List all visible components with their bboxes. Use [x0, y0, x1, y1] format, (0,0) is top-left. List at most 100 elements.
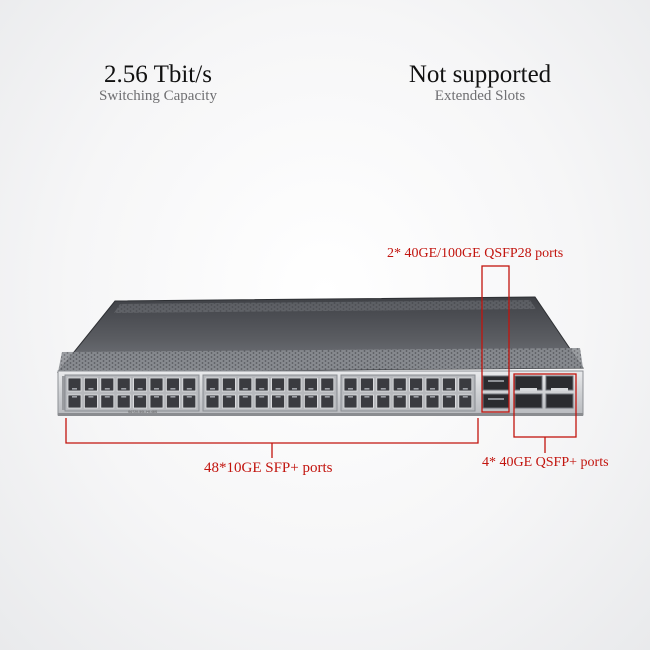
sfp-port-latch — [242, 388, 248, 390]
sfp-port — [100, 377, 115, 392]
sfp-port — [320, 394, 335, 409]
sfp-port-latch — [259, 396, 265, 398]
sfp-port — [67, 377, 82, 392]
sfp-port — [221, 377, 236, 392]
sfp-port — [238, 377, 253, 392]
switching-capacity-value: 2.56 Tbit/s — [104, 61, 212, 88]
sfp-port — [238, 394, 253, 409]
sfp-port — [149, 394, 164, 409]
sfp-port — [271, 394, 286, 409]
sfp-port-latch — [72, 396, 77, 398]
sfp-port-latch — [446, 396, 452, 398]
sfp-port — [271, 377, 286, 392]
sfp-port — [205, 394, 220, 409]
sfp-port-latch — [308, 388, 314, 390]
extended-slots-spec: Not supported Extended Slots — [390, 61, 570, 105]
sfp-port-latch — [324, 388, 330, 390]
sfp-port — [392, 394, 407, 409]
sfp-port-latch — [308, 396, 314, 398]
callout-lines — [65, 265, 577, 458]
sfp-port — [409, 377, 424, 392]
sfp-port-latch — [380, 396, 386, 398]
sfp-port — [409, 394, 424, 409]
sfp-port — [287, 377, 302, 392]
sfp-port — [84, 377, 98, 392]
sfp-callout: 48*10GE SFP+ ports — [204, 460, 333, 476]
sfp-port-latch — [397, 388, 403, 390]
sfp-port — [133, 377, 148, 392]
qsfp28-ports — [482, 375, 510, 409]
sfp-port-latch — [430, 388, 435, 390]
sfp-port — [254, 377, 269, 392]
sfp-port-latch — [88, 388, 94, 390]
sfp-bracket — [65, 418, 479, 444]
sfp-port-latch — [462, 396, 468, 398]
sfp-port — [287, 394, 302, 409]
sfp-port — [149, 377, 164, 392]
sfp-port — [343, 394, 358, 409]
sfp-port — [182, 377, 197, 392]
extended-slots-value: Not supported — [408, 61, 552, 88]
sfp-port — [133, 394, 148, 409]
qsfp28-highlight-box — [481, 265, 510, 413]
sfp-port — [100, 394, 115, 409]
sfp-port-latch — [88, 396, 94, 398]
sfp-port-latch — [121, 388, 127, 390]
sfp-port-latch — [104, 388, 110, 390]
sfp-port — [254, 394, 269, 409]
sfp-port-latch — [154, 396, 159, 398]
sfp-port-latch — [226, 388, 232, 390]
sfp-port — [182, 394, 197, 409]
sfp-port — [303, 377, 318, 392]
sfp-port-latch — [397, 396, 403, 398]
sfp-port-latch — [210, 388, 215, 390]
sfp-port — [376, 394, 391, 409]
sfp-port-group-3 — [340, 374, 476, 412]
sfp-port — [320, 377, 335, 392]
sfp-port-latch — [170, 396, 176, 398]
sfp-port-latch — [413, 388, 419, 390]
sfp-port-latch — [121, 396, 127, 398]
device-model-label: S6720-50L-HI-48S — [128, 410, 158, 414]
switching-capacity-label: Switching Capacity — [99, 88, 217, 104]
sfp-port-latch — [137, 396, 143, 398]
sfp-port-latch — [186, 396, 192, 398]
sfp-port — [205, 377, 220, 392]
sfp-port — [458, 377, 473, 392]
sfp-port-latch — [137, 388, 143, 390]
qsfp-ports — [514, 375, 574, 409]
sfp-port-latch — [324, 396, 330, 398]
sfp-port-latch — [446, 388, 452, 390]
sfp-port-group-2 — [202, 374, 338, 412]
sfp-port-group-1 — [64, 374, 200, 412]
sfp-port — [359, 394, 374, 409]
sfp-port — [67, 394, 82, 409]
sfp-port-latch — [292, 396, 297, 398]
sfp-port-latch — [226, 396, 232, 398]
sfp-port-latch — [364, 388, 370, 390]
sfp-port-latch — [348, 396, 353, 398]
sfp-port-latch — [430, 396, 435, 398]
sfp-port — [425, 394, 440, 409]
sfp-port — [441, 394, 456, 409]
sfp-port-latch — [462, 388, 468, 390]
sfp-port-latch — [364, 396, 370, 398]
extended-slots-label: Extended Slots — [434, 88, 526, 104]
sfp-port — [165, 377, 180, 392]
sfp-port — [343, 377, 358, 392]
sfp-port-latch — [275, 388, 281, 390]
sfp-port-latch — [104, 396, 110, 398]
sfp-port — [359, 377, 374, 392]
qsfp-callout: 4* 40GE QSFP+ ports — [482, 455, 609, 470]
sfp-port-latch — [242, 396, 248, 398]
sfp-port-latch — [380, 388, 386, 390]
sfp-port — [165, 394, 180, 409]
sfp-port-latch — [413, 396, 419, 398]
sfp-port-latch — [259, 388, 265, 390]
sfp-port-latch — [170, 388, 176, 390]
qsfp28-callout: 2* 40GE/100GE QSFP28 ports — [387, 246, 564, 261]
sfp-port — [458, 394, 473, 409]
sfp-port — [116, 394, 131, 409]
sfp-port-latch — [275, 396, 281, 398]
